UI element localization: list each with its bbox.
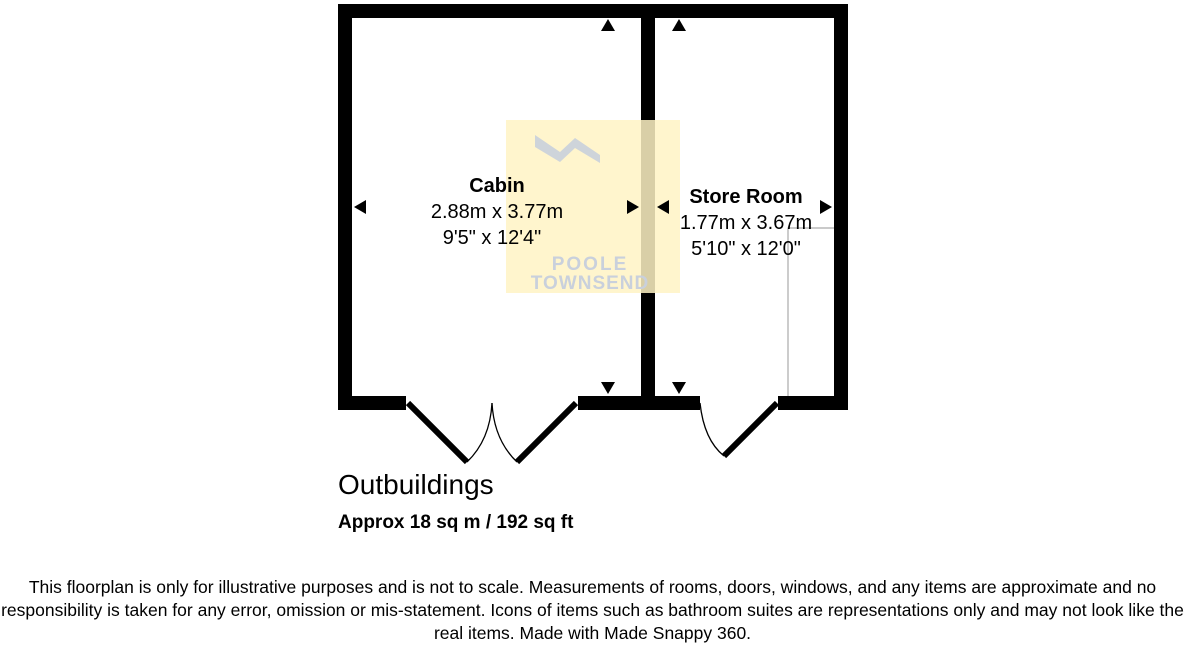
wall-top <box>338 4 848 18</box>
room-imperial-store-room: 5'10" x 12'0" <box>691 238 801 260</box>
watermark-logo-icon <box>535 135 600 163</box>
room-metric-cabin: 2.88m x 3.77m <box>431 201 563 223</box>
wall-right <box>834 4 848 410</box>
fixture-outline <box>787 227 834 396</box>
plan-title: Outbuildings <box>338 469 494 500</box>
store-room-door <box>699 400 780 459</box>
room-metric-store-room: 1.77m x 3.67m <box>680 212 812 234</box>
watermark-text-1: POOLE <box>552 254 629 275</box>
arrow-up-icon <box>672 19 686 31</box>
wall-bottom-middle <box>578 396 700 410</box>
wall-left <box>338 4 352 410</box>
plan-area: Approx 18 sq m / 192 sq ft <box>338 512 574 533</box>
disclaimer: This floorplan is only for illustrative … <box>1 577 1184 643</box>
wall-bottom-left <box>338 396 406 410</box>
arrow-up-icon <box>601 19 615 31</box>
room-name-cabin: Cabin <box>469 175 525 197</box>
arrow-down-icon <box>601 382 615 394</box>
arrow-down-icon <box>672 382 686 394</box>
arrow-right-icon <box>820 200 832 214</box>
arrow-left-icon <box>354 200 366 214</box>
room-name-store-room: Store Room <box>689 186 802 208</box>
arrow-right-icon <box>627 200 639 214</box>
watermark-text-2: TOWNSEND <box>531 273 649 294</box>
arrow-left-icon <box>657 200 669 214</box>
dimension-arrows <box>354 19 832 394</box>
watermark-box <box>506 120 680 293</box>
cabin-double-door <box>405 400 579 465</box>
watermark: POOLE TOWNSEND <box>506 120 680 294</box>
wall-bottom-right <box>778 396 848 410</box>
room-imperial-cabin: 9'5" x 12'4" <box>443 227 542 249</box>
